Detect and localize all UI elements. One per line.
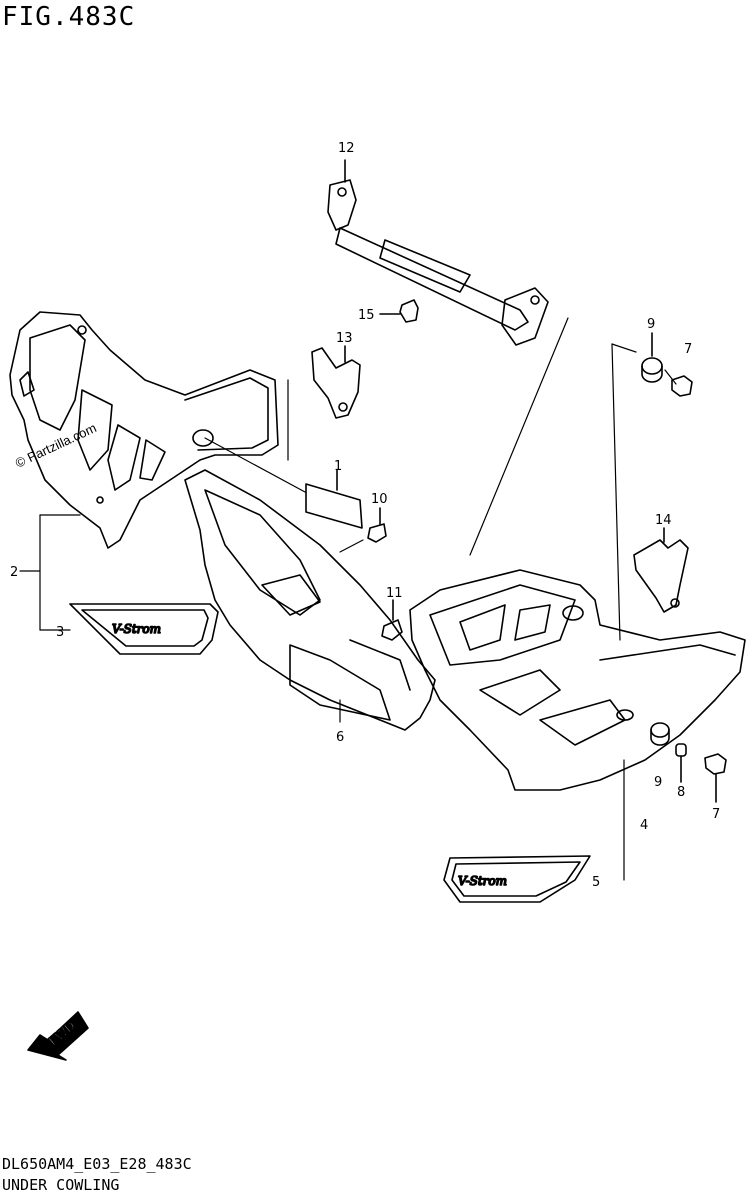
callout-6: 6 <box>336 730 344 745</box>
callout-15: 15 <box>358 308 375 323</box>
part-3-emblem: V-Strom <box>69 603 219 655</box>
callout-14: 14 <box>655 513 672 528</box>
callout-10: 10 <box>371 492 388 507</box>
part-12-stay-bracket <box>327 159 549 346</box>
part-9-collar-upper <box>641 332 663 383</box>
callout-8: 8 <box>677 785 685 800</box>
part-9-collar-lower <box>650 722 670 746</box>
part-2-left-cowling <box>9 311 279 549</box>
part-1-pad <box>305 469 363 529</box>
callout-5: 5 <box>592 875 600 890</box>
part-14-bracket <box>633 527 689 613</box>
callout-2: 2 <box>10 565 18 580</box>
callout-4: 4 <box>640 818 648 833</box>
callout-9-upper: 9 <box>647 317 655 332</box>
callout-3: 3 <box>56 625 64 640</box>
emblem-5-label: V-Strom <box>458 874 507 888</box>
callout-13: 13 <box>336 331 353 346</box>
part-4-right-cowling <box>409 569 746 791</box>
part-15-bolt <box>379 299 419 323</box>
fwd-arrow-icon: FWD <box>27 1011 89 1061</box>
part-5-emblem: V-Strom <box>443 855 591 903</box>
part-8-grommet <box>675 743 687 783</box>
callout-7-lower: 7 <box>712 807 720 822</box>
figure-code: DL650AM4_E03_E28_483C <box>2 1155 192 1173</box>
figure-caption: UNDER COWLING <box>2 1176 120 1194</box>
callout-7-upper: 7 <box>684 342 692 357</box>
callout-11: 11 <box>386 586 403 601</box>
part-7-bolt-lower <box>704 753 727 803</box>
callout-9-lower: 9 <box>654 775 662 790</box>
part-11-screw <box>381 599 403 641</box>
part-7-bolt-upper <box>671 375 693 397</box>
leader-lines <box>19 317 677 881</box>
part-13-bracket <box>311 345 361 419</box>
callout-12: 12 <box>338 141 355 156</box>
part-6-left-cover <box>184 469 436 731</box>
callouts: 12 15 13 9 7 1 10 14 2 3 11 6 9 8 7 4 5 <box>10 141 720 890</box>
figure-title: FIG.483C <box>2 2 136 32</box>
emblem-3-label: V-Strom <box>112 622 161 636</box>
part-10-screw <box>367 507 387 543</box>
callout-1: 1 <box>334 459 342 474</box>
